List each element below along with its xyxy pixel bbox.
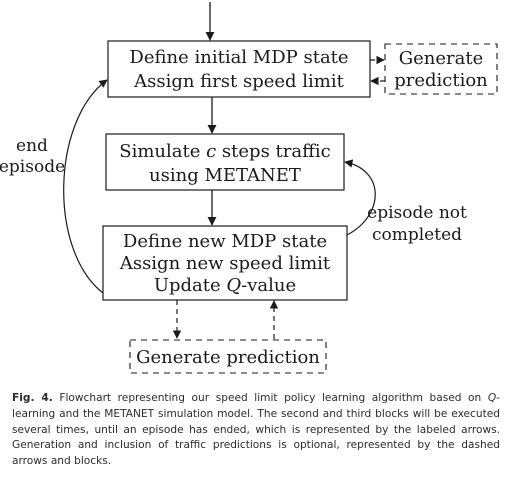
not-completed-label-line1: episode not bbox=[367, 203, 467, 223]
caption-label: Fig. 4. bbox=[12, 392, 53, 404]
init-block-line1: Define initial MDP state bbox=[129, 47, 348, 68]
caption-text-part1: Flowchart representing our speed limit p… bbox=[52, 392, 488, 404]
gen-prediction-top-line1: Generate bbox=[399, 48, 484, 69]
simulate-block-line2: using METANET bbox=[149, 165, 301, 186]
update-block-line2: Assign new speed limit bbox=[119, 253, 331, 274]
caption-text-part2: -learning and the METANET simulation mod… bbox=[12, 392, 500, 468]
gen-prediction-bottom-line1: Generate prediction bbox=[136, 347, 320, 368]
figure-caption: Fig. 4. Flowchart representing our speed… bbox=[12, 391, 500, 470]
end-episode-label-line1: end bbox=[16, 136, 48, 156]
gen-prediction-bottom-block bbox=[129, 339, 327, 374]
update-block-line1: Define new MDP state bbox=[123, 231, 327, 252]
gen-prediction-top-block bbox=[384, 43, 498, 95]
init-block bbox=[107, 40, 371, 98]
update-block-line3: Update Q-value bbox=[154, 275, 296, 296]
init-block-line2: Assign first speed limit bbox=[133, 71, 345, 92]
update-block bbox=[102, 225, 348, 301]
simulate-block-line1: Simulate c steps traffic bbox=[119, 141, 330, 162]
not-completed-loop-arrow bbox=[344, 159, 376, 236]
gen-prediction-top-line2: prediction bbox=[394, 70, 488, 91]
simulate-block bbox=[105, 133, 345, 191]
flowchart: Define initial MDP state Assign first sp… bbox=[0, 2, 498, 374]
not-completed-label-line2: completed bbox=[372, 225, 462, 245]
end-episode-label-line2: episode bbox=[0, 157, 65, 177]
caption-q-italic: Q bbox=[487, 392, 497, 404]
end-episode-loop-arrow bbox=[63, 79, 108, 294]
